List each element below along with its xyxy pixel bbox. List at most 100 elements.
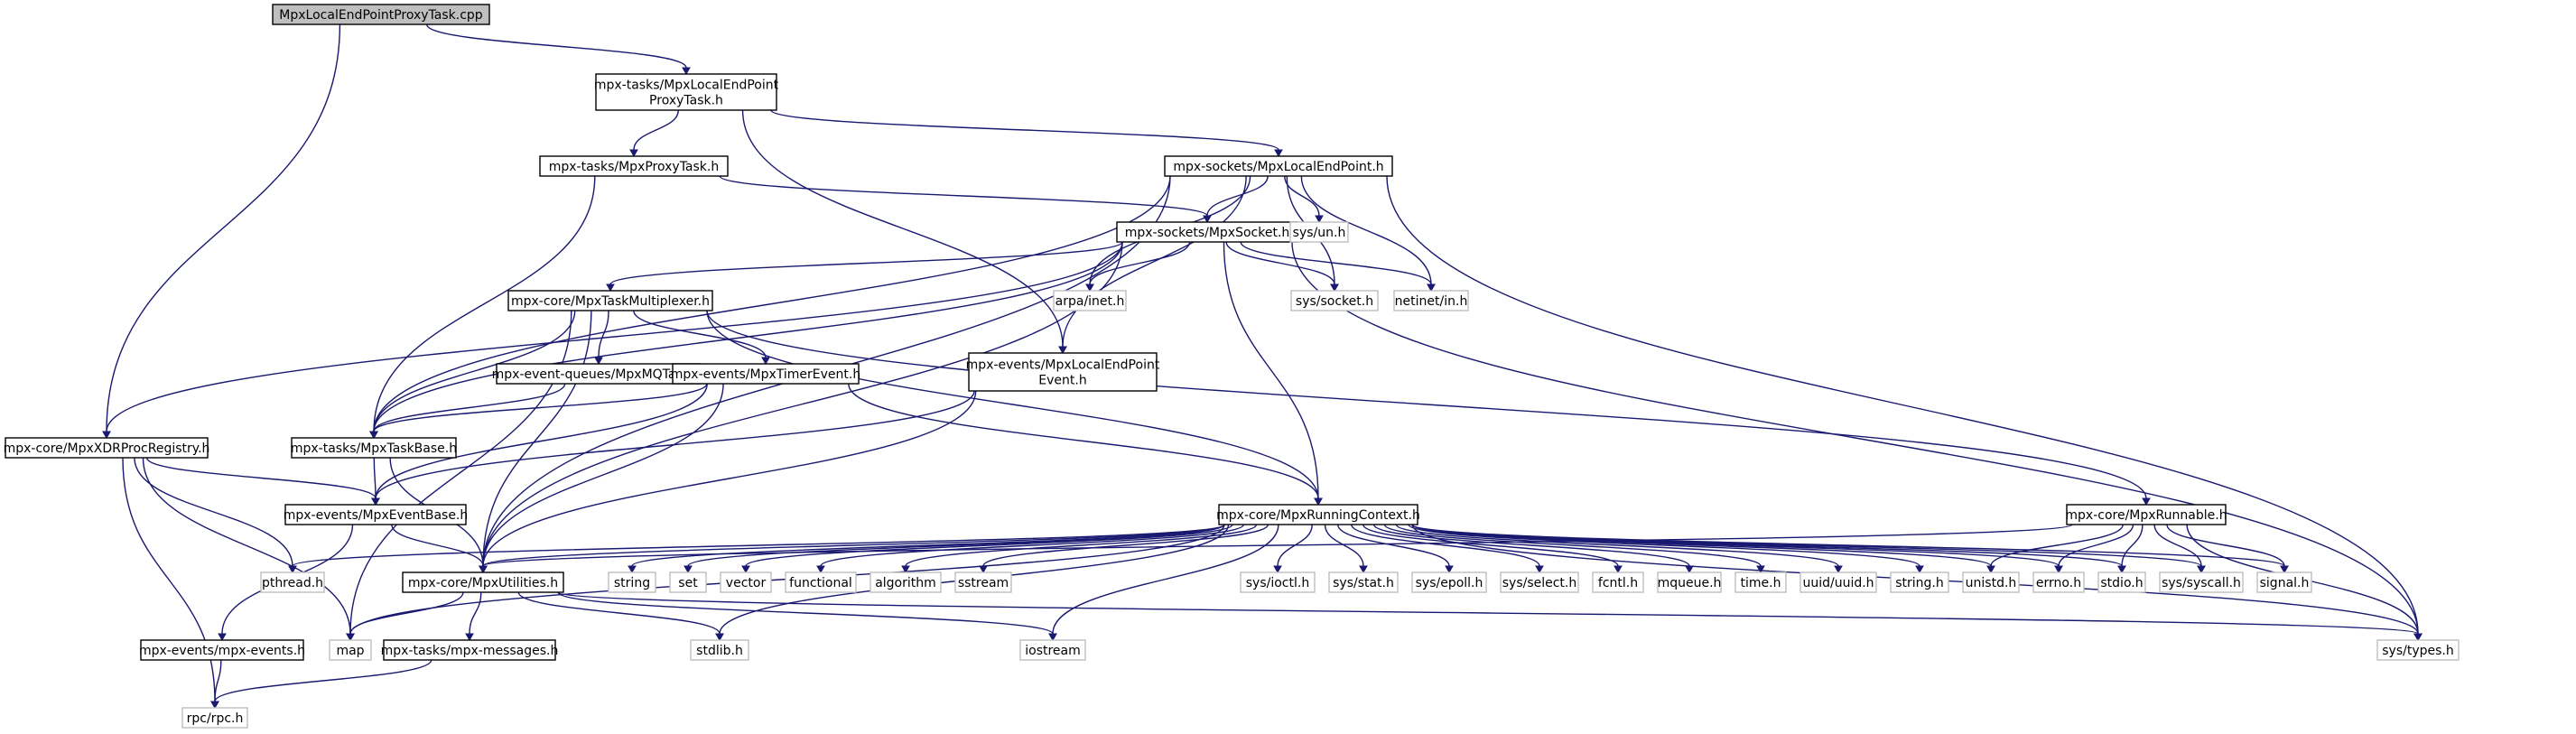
edge-utilities-to-mpxmessages xyxy=(465,591,482,642)
node-box xyxy=(1240,571,1316,593)
edge-socket-to-sys_socket xyxy=(1225,241,1339,293)
node-proxytask[interactable]: mpx-tasks/MpxLocalEndPointProxyTask.h xyxy=(594,73,779,111)
node-label: time.h xyxy=(1741,576,1781,590)
node-sys-types: sys/types.h xyxy=(2376,639,2460,661)
node-sys-ioctl: sys/ioctl.h xyxy=(1240,571,1316,593)
arrow-head xyxy=(479,565,488,574)
arrow-head xyxy=(102,431,111,440)
arrow-head xyxy=(371,497,380,506)
node-box xyxy=(2256,571,2312,593)
arrow-head xyxy=(2142,497,2151,506)
edge-runnable-to-signal xyxy=(2166,524,2289,574)
arrow-head xyxy=(979,565,988,574)
arrow-head xyxy=(218,633,227,642)
arrow-head xyxy=(210,701,219,710)
node-taskmux[interactable]: mpx-core/MpxTaskMultiplexer.h xyxy=(507,290,713,311)
node-runnable[interactable]: mpx-core/MpxRunnable.h xyxy=(2065,504,2227,525)
node-label: pthread.h xyxy=(262,576,323,590)
edge-runningctx-to-fcntl xyxy=(1362,524,1623,574)
node-box xyxy=(1411,571,1487,593)
edge-path xyxy=(719,175,1208,217)
edge-localendpoint-to-taskbase xyxy=(369,175,1171,440)
edge-runningctx-to-sys_epoll xyxy=(1337,524,1454,574)
node-mpxproxytask[interactable]: mpx-tasks/MpxProxyTask.h xyxy=(539,155,729,177)
node-box xyxy=(608,571,656,593)
node-label: vector xyxy=(726,576,767,590)
edge-runningctx-to-vector xyxy=(741,524,1233,574)
arrow-head xyxy=(629,149,638,158)
node-label: ProxyTask.h xyxy=(649,94,723,108)
node-timerevent[interactable]: mpx-events/MpxTimerEvent.h xyxy=(671,363,860,385)
node-box xyxy=(595,73,777,111)
node-label: sys/ioctl.h xyxy=(1246,576,1309,590)
arrow-head xyxy=(1613,565,1623,574)
edge-path xyxy=(770,109,1279,151)
node-box xyxy=(507,290,713,311)
edge-path xyxy=(482,383,724,567)
node-mpxevents[interactable]: mpx-events/mpx-events.h xyxy=(139,639,305,661)
node-label: arpa/inet.h xyxy=(1056,294,1125,309)
node-label: mpx-core/MpxTaskMultiplexer.h xyxy=(511,294,710,309)
node-label: mpx-tasks/MpxLocalEndPoint xyxy=(594,79,779,93)
edge-timerevent-to-runningctx xyxy=(848,383,1323,506)
node-box xyxy=(329,639,372,661)
edge-taskmux-to-mqtaskl xyxy=(594,310,609,366)
edge-localendpoint-to-lepevent xyxy=(1058,175,1247,355)
edge-path xyxy=(349,591,464,635)
edge-path xyxy=(375,390,975,499)
node-label: sys/syscall.h xyxy=(2162,576,2241,590)
node-sys-socket: sys/socket.h xyxy=(1290,290,1379,311)
node-box xyxy=(1657,571,1722,593)
node-taskbase[interactable]: mpx-tasks/MpxTaskBase.h xyxy=(291,437,457,459)
edge-path xyxy=(292,524,1225,567)
edge-mpxmessages-to-rpc xyxy=(210,659,432,710)
node-label: string xyxy=(614,576,650,590)
node-localendpoint[interactable]: mpx-sockets/MpxLocalEndPoint.h xyxy=(1164,155,1393,177)
node-mpxmessages[interactable]: mpx-tasks/mpx-messages.h xyxy=(381,639,559,661)
edge-runningctx-to-string_h xyxy=(1408,524,1924,574)
arrow-head xyxy=(1058,346,1067,355)
node-label: mpx-events/MpxEventBase.h xyxy=(284,508,469,523)
node-string-h: string.h xyxy=(1890,571,1949,593)
edge-path xyxy=(1240,241,1432,285)
node-runningctx[interactable]: mpx-core/MpxRunningContext.h xyxy=(1216,504,1420,525)
arrow-head xyxy=(1048,633,1057,642)
edge-taskmux-to-runningctx xyxy=(706,310,1323,506)
edge-runningctx-to-functional xyxy=(816,524,1245,574)
node-root[interactable]: MpxLocalEndPointProxyTask.cpp xyxy=(272,4,490,25)
arrow-head xyxy=(2117,565,2126,574)
node-sstream: sstream xyxy=(954,571,1012,593)
node-label: iostream xyxy=(1025,644,1081,658)
node-sys-un: sys/un.h xyxy=(1289,221,1349,243)
node-box xyxy=(690,639,749,661)
edge-path xyxy=(517,591,721,635)
node-utilities[interactable]: mpx-core/MpxUtilities.h xyxy=(402,571,564,593)
edge-path xyxy=(1291,241,2419,635)
node-box xyxy=(1890,571,1949,593)
arrow-head xyxy=(2197,565,2206,574)
edge-path xyxy=(2166,524,2285,567)
edge-path xyxy=(2121,524,2144,567)
edge-utilities-to-stdlib xyxy=(517,591,724,642)
node-label: netinet/in.h xyxy=(1395,294,1468,309)
node-xdr[interactable]: mpx-core/MpxXDRProcRegistry.h xyxy=(4,437,210,459)
node-box xyxy=(2376,639,2460,661)
edge-path xyxy=(1411,524,2060,567)
edge-mpxevents-to-rpc xyxy=(210,659,222,710)
node-socket[interactable]: mpx-sockets/MpxSocket.h xyxy=(1116,221,1298,243)
node-mqueue: mqueue.h xyxy=(1657,571,1722,593)
arrow-head xyxy=(465,633,474,642)
edge-timerevent-to-taskbase xyxy=(369,383,708,440)
node-box xyxy=(1962,571,2020,593)
edge-xdr-to-pthread xyxy=(134,457,297,574)
node-errno: errno.h xyxy=(2032,571,2085,593)
arrow-head xyxy=(2413,633,2423,642)
edge-root-to-proxytask xyxy=(426,23,691,76)
node-box xyxy=(284,504,467,525)
arrow-head xyxy=(761,357,770,366)
node-eventbase[interactable]: mpx-events/MpxEventBase.h xyxy=(284,504,469,525)
edge-socket-to-taskmux xyxy=(606,241,1123,293)
edge-eventbase-to-utilities xyxy=(391,524,488,574)
node-box xyxy=(260,571,325,593)
